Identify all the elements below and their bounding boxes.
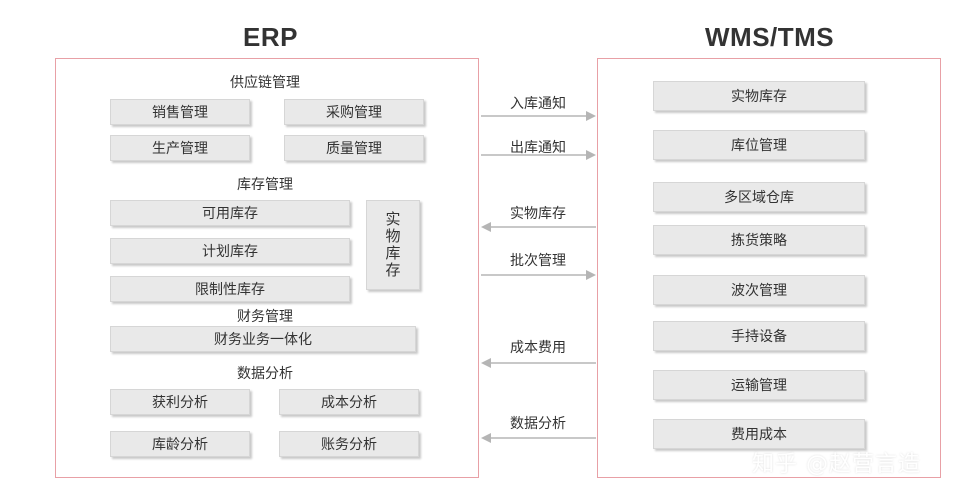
supply-chain-heading: 供应链管理: [230, 75, 300, 91]
wms-transport-management-box: 运输管理: [653, 370, 865, 400]
wms-bin-management-box: 库位管理: [653, 130, 865, 160]
wms-wave-management-box: 波次管理: [653, 275, 865, 305]
finance-integration-box: 财务业务一体化: [110, 326, 416, 352]
wms-picking-strategy-box: 拣货策略: [653, 225, 865, 255]
wms-physical-stock-box: 实物库存: [653, 81, 865, 111]
stock-age-analysis-box: 库龄分析: [110, 431, 250, 457]
finance-heading: 财务管理: [237, 309, 293, 325]
sales-management-box: 销售管理: [110, 99, 250, 125]
wms-handheld-device-box: 手持设备: [653, 321, 865, 351]
available-stock-box: 可用库存: [110, 200, 350, 226]
profit-analysis-box: 获利分析: [110, 389, 250, 415]
production-management-box: 生产管理: [110, 135, 250, 161]
wms-multi-zone-warehouse-box: 多区域仓库: [653, 182, 865, 212]
flow-label-inbound-notice: 入库通知: [510, 96, 566, 112]
accounting-analysis-box: 账务分析: [279, 431, 419, 457]
flow-label-outbound-notice: 出库通知: [510, 140, 566, 156]
inventory-heading: 库存管理: [237, 177, 293, 193]
erp-title: ERP: [243, 22, 298, 52]
watermark: 知乎 @赵营言造: [752, 452, 921, 477]
wms-tms-panel: [597, 58, 941, 478]
quality-management-box: 质量管理: [284, 135, 424, 161]
analytics-heading: 数据分析: [237, 366, 293, 382]
wms-tms-title: WMS/TMS: [705, 22, 835, 52]
cost-analysis-box: 成本分析: [279, 389, 419, 415]
flow-label-cost: 成本费用: [510, 340, 566, 356]
flow-label-batch-management: 批次管理: [510, 253, 566, 269]
procurement-management-box: 采购管理: [284, 99, 424, 125]
physical-stock-vertical-box: 实物库存: [366, 200, 420, 290]
planned-stock-box: 计划库存: [110, 238, 350, 264]
wms-cost-box: 费用成本: [653, 419, 865, 449]
flow-label-data-analysis: 数据分析: [510, 416, 566, 432]
flow-label-physical-stock: 实物库存: [510, 206, 566, 222]
restricted-stock-box: 限制性库存: [110, 276, 350, 302]
